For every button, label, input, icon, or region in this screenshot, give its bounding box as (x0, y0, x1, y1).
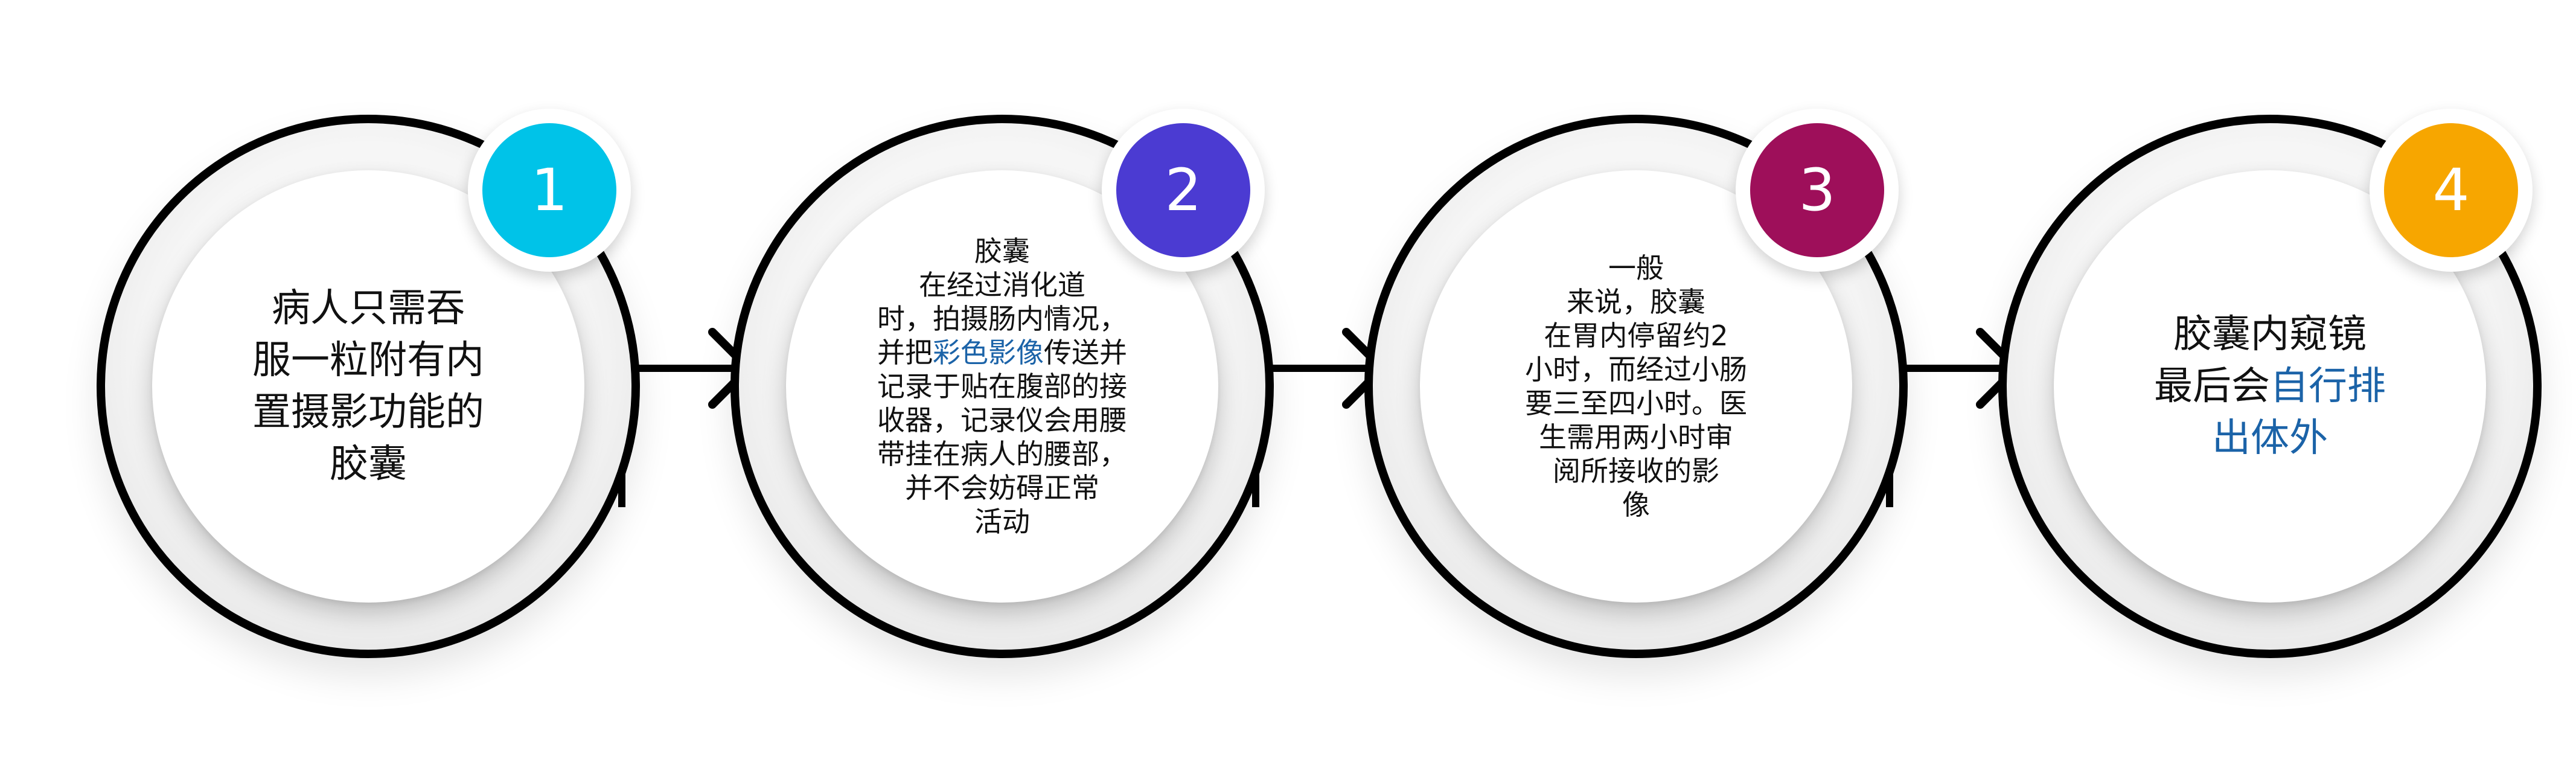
step-description: 一般 来说，胶囊 在胃内停留约2 小时，而经过小肠 要三至四小时。医 生需用两小… (1525, 251, 1747, 522)
step-text: 传送并 记录于贴在腹部的接 收器，记录仪会用腰 带挂在病人的腰部， 并不会妨碍正… (877, 336, 1127, 538)
step-text: 病人只需吞 服一粒附有内 置摄影功能的 胶囊 (252, 286, 484, 487)
step-description: 胶囊内窥镜 最后会自行排 出体外 (2154, 309, 2386, 464)
step-text-highlight: 自行排 出体外 (2212, 364, 2386, 461)
step-text: 胶囊 在经过消化道 时，拍摄肠内情况， 并把 (877, 235, 1127, 369)
step-number: 3 (1750, 123, 1884, 257)
step-description: 胶囊 在经过消化道 时，拍摄肠内情况， 并把彩色影像传送并 记录于贴在腹部的接 … (877, 234, 1127, 539)
step-number: 1 (482, 123, 616, 257)
step-number: 4 (2384, 123, 2518, 257)
step-4: 胶囊内窥镜 最后会自行排 出体外 4 (0, 0, 2542, 658)
step-inner-circle: 胶囊内窥镜 最后会自行排 出体外 (2054, 170, 2486, 603)
step-number: 2 (1116, 123, 1250, 257)
step-2: 胶囊 在经过消化道 时，拍摄肠内情况， 并把彩色影像传送并 记录于贴在腹部的接 … (0, 0, 1274, 658)
step-text: 胶囊内窥镜 最后会 (2154, 312, 2367, 409)
step-description: 病人只需吞 服一粒附有内 置摄影功能的 胶囊 (252, 283, 484, 490)
step-text-highlight: 彩色影像 (933, 336, 1044, 369)
step-number-badge: 2 (1102, 109, 1265, 272)
step-number-badge: 1 (468, 109, 631, 272)
step-number-badge: 3 (1736, 109, 1899, 272)
step-number-badge: 4 (2370, 109, 2533, 272)
step-text: 一般 来说，胶囊 在胃内停留约2 小时，而经过小肠 要三至四小时。医 生需用两小… (1525, 252, 1747, 521)
step-3: 一般 来说，胶囊 在胃内停留约2 小时，而经过小肠 要三至四小时。医 生需用两小… (0, 0, 1908, 658)
